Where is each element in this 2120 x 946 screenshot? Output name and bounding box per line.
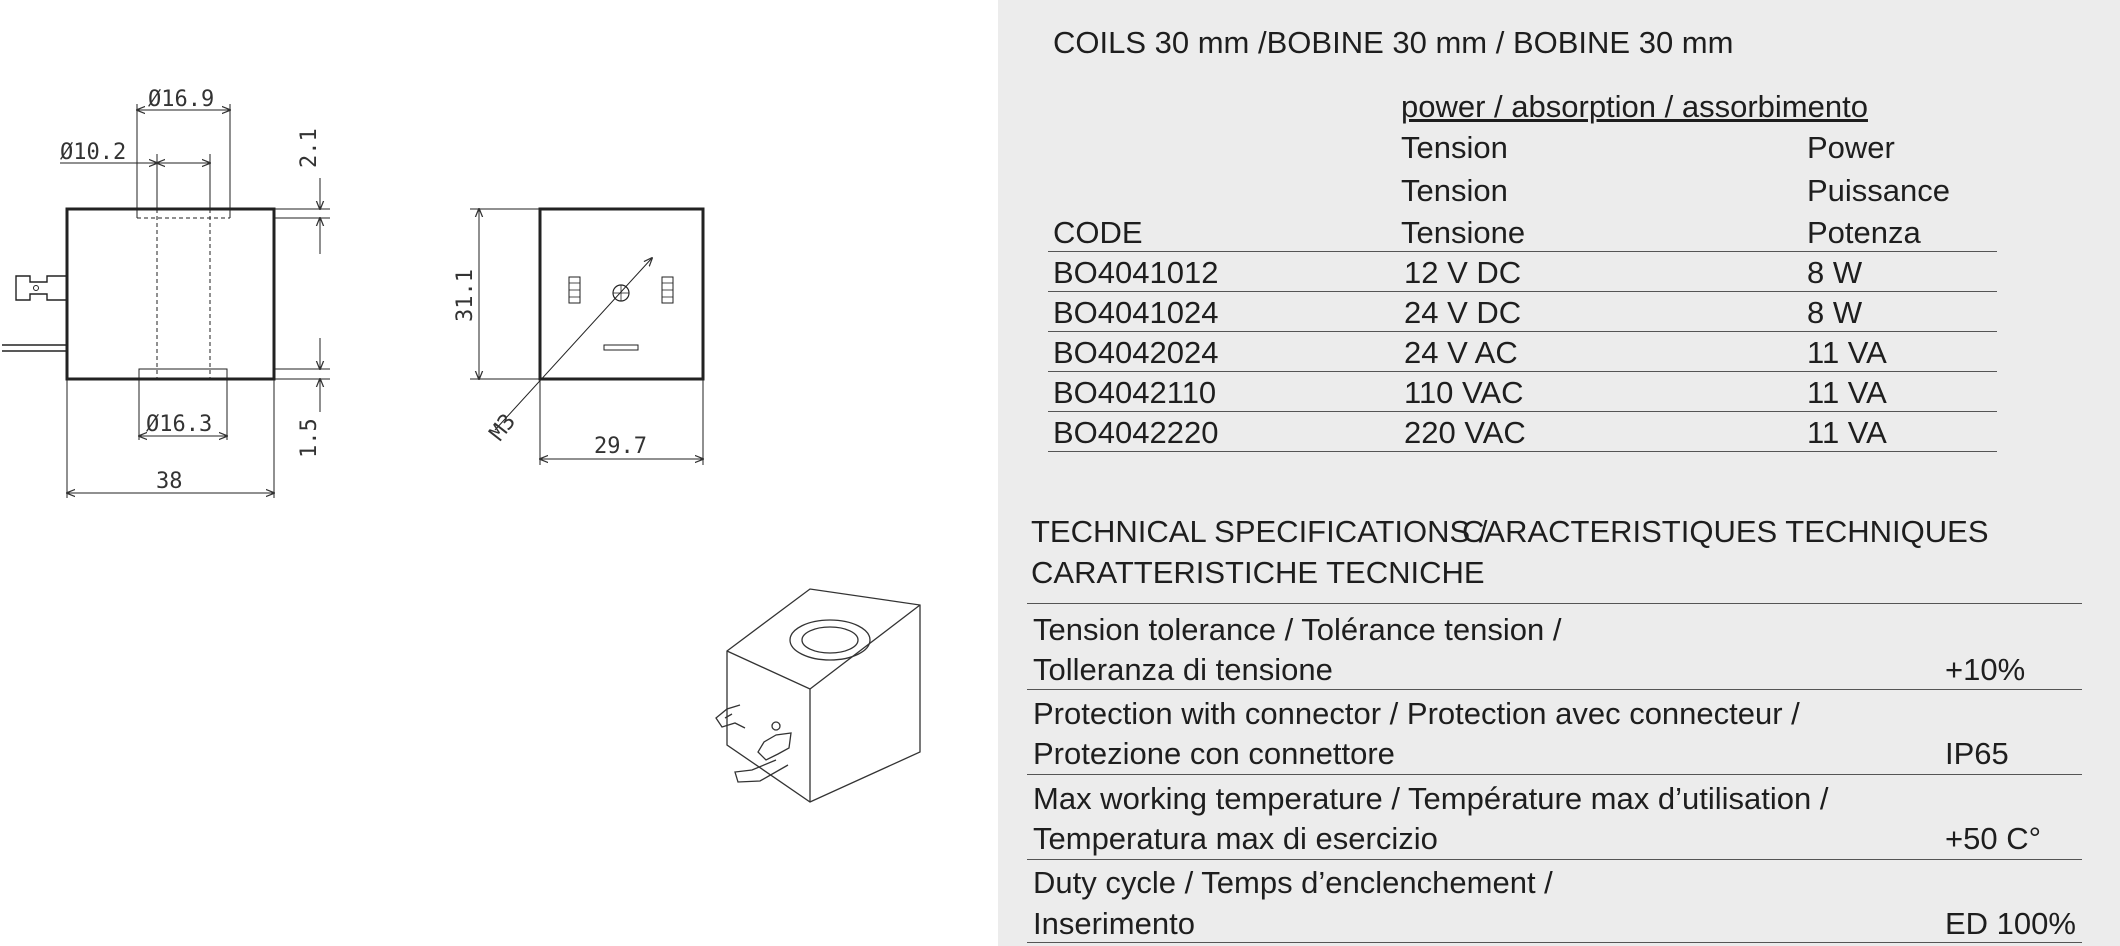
spec-label-line1: Tension tolerance / Tolérance tension / xyxy=(1033,612,1562,647)
power-header-it: Potenza xyxy=(1807,215,1921,250)
table-divider xyxy=(1048,251,1997,252)
specs-divider xyxy=(1027,774,2082,775)
table-divider xyxy=(1048,411,1997,412)
table-divider xyxy=(1048,291,1997,292)
specs-divider xyxy=(1027,603,2082,604)
row-code: BO4042220 xyxy=(1053,415,1219,450)
row-code: BO4042024 xyxy=(1053,335,1219,370)
specs-title-it: CARATTERISTICHE TECNICHE xyxy=(1031,555,1485,590)
row-code: BO4041024 xyxy=(1053,295,1219,330)
dim-bottom-offset: 1.5 xyxy=(297,418,322,458)
row-tension: 24 V DC xyxy=(1404,295,1522,330)
row-tension: 220 VAC xyxy=(1404,415,1526,450)
technical-drawings: Ø16.9 Ø10.2 Ø16.3 38 2.1 1.5 31.1 M3 29.… xyxy=(2,87,921,803)
dim-thread: M3 xyxy=(485,409,521,445)
row-power: 11 VA xyxy=(1807,415,1887,450)
dim-bottom-bore: Ø16.3 xyxy=(146,412,212,437)
row-tension: 24 V AC xyxy=(1404,335,1518,370)
isometric-coil-drawing xyxy=(715,588,921,803)
spec-label-line2: Tolleranza di tensione xyxy=(1033,652,1333,687)
spec-value: +10% xyxy=(1945,652,2026,687)
specs-divider xyxy=(1027,859,2082,860)
row-power: 11 VA xyxy=(1807,335,1887,370)
table-divider xyxy=(1048,371,1997,372)
tension-header-en: Tension xyxy=(1401,130,1508,165)
tension-header-fr: Tension xyxy=(1401,173,1508,208)
dim-width: 38 xyxy=(156,469,183,494)
spec-label-line1: Protection with connector / Protection a… xyxy=(1033,696,1800,731)
side-view-drawing xyxy=(470,207,705,465)
row-power: 11 VA xyxy=(1807,375,1887,410)
coils-title: COILS 30 mm /BOBINE 30 mm / BOBINE 30 mm xyxy=(1053,25,1734,60)
front-view-drawing xyxy=(2,104,330,498)
specification-panel xyxy=(998,0,2120,946)
row-code: BO4041012 xyxy=(1053,255,1219,290)
spec-label-line2: Inserimento xyxy=(1033,906,1195,941)
spec-value: IP65 xyxy=(1945,736,2009,771)
specs-title-en: TECHNICAL SPECIFICATIONS / xyxy=(1031,514,1488,549)
row-tension: 110 VAC xyxy=(1404,375,1524,410)
row-power: 8 W xyxy=(1807,255,1863,290)
dim-inner-bore: Ø10.2 xyxy=(60,140,126,165)
dim-depth: 29.7 xyxy=(594,434,647,459)
dim-top-offset: 2.1 xyxy=(297,128,322,168)
spec-label-line2: Temperatura max di esercizio xyxy=(1033,821,1438,856)
row-power: 8 W xyxy=(1807,295,1863,330)
spec-label-line1: Max working temperature / Température ma… xyxy=(1033,781,1829,816)
dim-height: 31.1 xyxy=(453,269,478,322)
specs-divider xyxy=(1027,942,2082,943)
specs-title-fr: CARACTERISTIQUES TECHNIQUES xyxy=(1462,514,1989,549)
spec-label-line2: Protezione con connettore xyxy=(1033,736,1395,771)
power-header-en: Power xyxy=(1807,130,1895,165)
spec-label-line1: Duty cycle / Temps d’enclenchement / xyxy=(1033,865,1553,900)
table-divider xyxy=(1048,451,1997,452)
row-code: BO4042110 xyxy=(1053,375,1217,410)
dim-top-bore: Ø16.9 xyxy=(148,87,214,112)
power-absorption-header: power / absorption / assorbimento xyxy=(1401,89,1868,124)
spec-value: ED 100% xyxy=(1945,906,2076,941)
specs-divider xyxy=(1027,689,2082,690)
tension-header-it: Tensione xyxy=(1401,215,1526,250)
row-tension: 12 V DC xyxy=(1404,255,1522,290)
table-divider xyxy=(1048,331,1997,332)
spec-value: +50 C° xyxy=(1945,821,2041,856)
power-header-fr: Puissance xyxy=(1807,173,1951,208)
code-header: CODE xyxy=(1053,215,1143,250)
